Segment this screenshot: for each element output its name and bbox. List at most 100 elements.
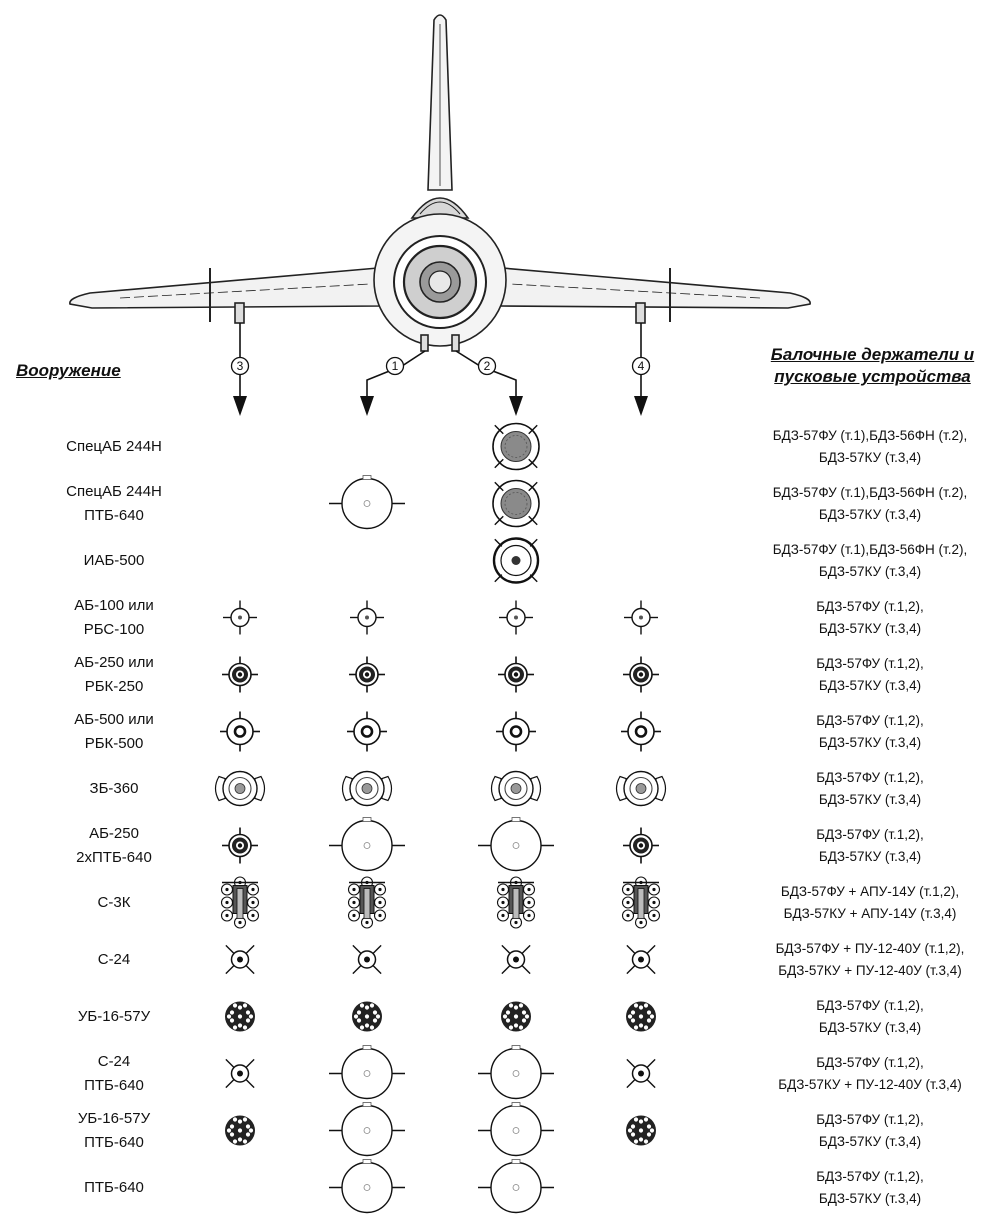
row-rack-line: БДЗ-57ФУ (т.1,2), [816, 826, 924, 842]
row-weapon-line: РБК-500 [84, 734, 144, 752]
row-rack-label: БДЗ-57ФУ (т.1),БДЗ-56ФН (т.2), БДЗ-57КУ (… [745, 482, 995, 526]
ab500-weapon-icon [496, 711, 536, 752]
row-weapon-label: ИАБ-500 [14, 549, 214, 573]
row-rack-line: БДЗ-57ФУ (т.1,2), [816, 598, 924, 614]
row-weapon-label: С-24 [14, 948, 214, 972]
row-weapon-line: РБС-100 [83, 620, 145, 638]
aircraft-front-view [69, 14, 811, 352]
station-1-arrowhead [360, 396, 374, 416]
row-rack-line: БДЗ-57КУ (т.3,4) [818, 506, 922, 522]
row-rack-line: БДЗ-57КУ + АПУ-14У (т.3,4) [783, 905, 957, 921]
station-1-line [366, 350, 426, 400]
station-2-arrowhead [509, 396, 523, 416]
ab500-weapon-icon [220, 711, 260, 752]
row-weapon-line: С-24 [97, 950, 131, 968]
s3k-weapon-icon [220, 876, 260, 929]
row-symbols [225, 1102, 656, 1157]
ptb-weapon-icon [478, 1159, 554, 1214]
ub-weapon-icon [501, 1001, 531, 1032]
ptb-weapon-icon [329, 475, 405, 530]
ab250-weapon-icon [349, 656, 385, 693]
station-1-marker [385, 356, 405, 376]
row-rack-label: БДЗ-57ФУ (т.1,2),БДЗ-57КУ (т.3,4) [745, 767, 995, 811]
row-rack-line: БДЗ-57ФУ + АПУ-14У (т.1,2), [780, 883, 960, 899]
row-rack-line: БДЗ-57КУ + ПУ-12-40У (т.3,4) [778, 962, 962, 978]
row-rack-label: БДЗ-57ФУ + АПУ-14У (т.1,2), БДЗ-57КУ + АП… [745, 881, 995, 925]
row-symbols [225, 944, 656, 975]
row-weapon-line: АБ-100 или [74, 596, 154, 614]
ub-weapon-icon [626, 1001, 656, 1032]
row-symbols [329, 1159, 554, 1214]
station-2-line [455, 350, 517, 400]
row-rack-line: БДЗ-57ФУ (т.1,2), [816, 769, 924, 785]
row-weapon-line: ПТБ-640 [84, 506, 144, 524]
row-rack-label: БДЗ-57ФУ (т.1,2),БДЗ-57КУ (т.3,4) [745, 824, 995, 868]
armament-header: Вооружение [16, 361, 121, 380]
row-symbols [225, 1001, 656, 1032]
ab250-weapon-icon [222, 656, 258, 693]
station-2-marker [477, 356, 497, 376]
row-symbols [220, 876, 661, 929]
row-weapon-line: С-3К [97, 893, 131, 911]
station-1-label: 1 [392, 359, 399, 373]
row-symbols [222, 656, 659, 693]
row-rack-line: БДЗ-57ФУ (т.1,2), [816, 712, 924, 728]
row-rack-label: БДЗ-57ФУ (т.1,2),БДЗ-57КУ (т.3,4) [745, 596, 995, 640]
row-weapon-line: УБ-16-57У [77, 1007, 151, 1025]
row-weapon-label: УБ-16-57У ПТБ-640 [14, 1107, 214, 1155]
station-4-label: 4 [638, 359, 645, 373]
station-4-arrowhead [634, 396, 648, 416]
row-weapon-line: С-24 [97, 1052, 131, 1070]
row-symbols [222, 817, 659, 872]
station-arrows: 3 1 2 4 [230, 323, 651, 416]
row-rack-line: БДЗ-57ФУ (т.1,2), [816, 655, 924, 671]
row-weapon-label: АБ-250 2хПТБ-640 [14, 822, 214, 870]
s24-weapon-icon [225, 1058, 255, 1089]
row-weapon-line: СпецАБ 244Н [66, 437, 162, 455]
station-4-marker [631, 356, 651, 376]
row-rack-line: БДЗ-57КУ (т.3,4) [818, 563, 922, 579]
row-rack-line: БДЗ-57КУ + ПУ-12-40У (т.3,4) [778, 1076, 962, 1092]
ab250-weapon-icon [623, 656, 659, 693]
ub-weapon-icon [352, 1001, 382, 1032]
row-symbols [214, 770, 667, 807]
row-weapon-line: АБ-250 или [74, 653, 154, 671]
ptb-weapon-icon [329, 1045, 405, 1100]
spec-weapon-icon [492, 422, 540, 471]
row-weapon-line: АБ-500 или [74, 710, 154, 728]
station-3-arrowhead [233, 396, 247, 416]
ub-weapon-icon [225, 1115, 255, 1146]
racks-header-line1: Балочные держатели и [770, 345, 975, 364]
row-weapon-line: 2хПТБ-640 [76, 848, 152, 866]
row-weapon-line: ПТБ-640 [84, 1133, 144, 1151]
station-3-marker [230, 356, 250, 376]
racks-header-line2: пусковые устройства [774, 367, 971, 386]
row-rack-line: БДЗ-57ФУ (т.1),БДЗ-56ФН (т.2), [772, 484, 968, 500]
row-rack-line: БДЗ-57ФУ (т.1,2), [816, 1168, 924, 1184]
row-weapon-line: АБ-250 [89, 824, 139, 842]
row-symbols [329, 475, 540, 530]
row-symbols [223, 600, 658, 635]
s24-weapon-icon [352, 944, 382, 975]
spec-weapon-icon [492, 479, 540, 528]
ab500-weapon-icon [347, 711, 387, 752]
row-rack-line: БДЗ-57ФУ (т.1,2), [816, 1054, 924, 1070]
ptb-weapon-icon [478, 1045, 554, 1100]
s3k-weapon-icon [621, 876, 661, 929]
row-rack-label: БДЗ-57ФУ (т.1,2),БДЗ-57КУ (т.3,4) [745, 995, 995, 1039]
s24-weapon-icon [501, 944, 531, 975]
row-weapon-line: УБ-16-57У [77, 1109, 151, 1127]
ab100-weapon-icon [350, 600, 384, 635]
racks-header: Балочные держатели и пусковые устройства [750, 344, 995, 388]
row-rack-line: БДЗ-57КУ (т.3,4) [818, 1190, 922, 1206]
ub-weapon-icon [225, 1001, 255, 1032]
row-rack-line: БДЗ-57КУ (т.3,4) [818, 734, 922, 750]
ptb-weapon-icon [478, 1102, 554, 1157]
ub-weapon-icon [626, 1115, 656, 1146]
ab250-weapon-icon [498, 656, 534, 693]
row-weapon-label: ЗБ-360 [14, 777, 214, 801]
